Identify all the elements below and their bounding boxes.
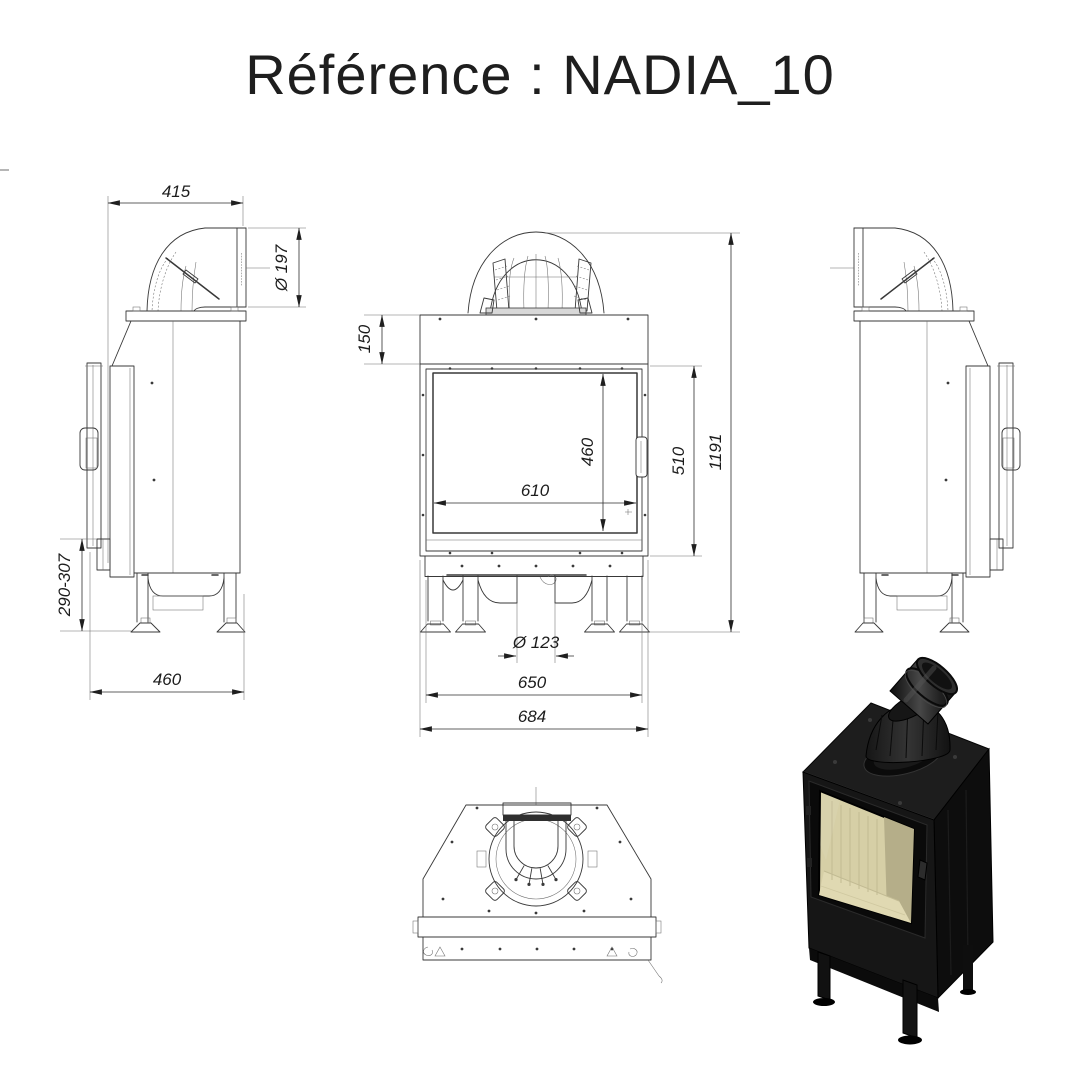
dim-outlet-diameter: Ø 123 bbox=[498, 603, 574, 663]
dim-label-outlet-diameter: Ø 123 bbox=[512, 633, 560, 652]
flue-elbow-front bbox=[467, 231, 605, 316]
product-render bbox=[802, 656, 994, 1045]
warning-mark bbox=[606, 946, 618, 957]
cable-tail bbox=[647, 959, 663, 984]
collar-u-outer bbox=[505, 820, 567, 880]
collar-lug bbox=[485, 817, 587, 901]
glass-front bbox=[432, 372, 638, 534]
side-view-right bbox=[829, 227, 1021, 633]
dim-label-flue-diameter: Ø 197 bbox=[272, 244, 291, 292]
dim-glass-height: 460 bbox=[578, 373, 606, 532]
render-hinge bbox=[807, 858, 812, 867]
adjustable-foot bbox=[420, 623, 451, 633]
render-glass bbox=[817, 789, 916, 925]
render-hinge bbox=[806, 806, 811, 815]
dim-label-height-adjust: 290-307 bbox=[55, 553, 74, 617]
top-band bbox=[419, 314, 649, 365]
front-bar bbox=[417, 916, 657, 938]
dim-label-top-band: 150 bbox=[355, 324, 374, 353]
dim-label-base-width: 650 bbox=[518, 673, 547, 692]
dim-height-adjust: 290-307 bbox=[55, 538, 131, 632]
side-view-left: 415 Ø 197 290-307 460 bbox=[55, 182, 306, 700]
dim-label-glass-height: 460 bbox=[578, 437, 597, 466]
warning-mark bbox=[434, 946, 446, 957]
dim-label-door-height: 510 bbox=[669, 446, 688, 475]
flue-base-flange bbox=[485, 307, 587, 316]
bottom-view bbox=[412, 787, 663, 984]
adjustable-foot bbox=[584, 623, 615, 633]
door-front bbox=[419, 363, 649, 557]
base-plate-outline bbox=[422, 804, 652, 918]
dim-base-width: 650 bbox=[425, 580, 643, 703]
latch-detail bbox=[423, 946, 433, 956]
dim-glass-width: 610 bbox=[433, 481, 637, 506]
legs-front bbox=[420, 575, 650, 633]
dim-label-total-height: 1191 bbox=[706, 434, 725, 471]
door-handle-front bbox=[635, 436, 648, 478]
dim-door-height: 510 bbox=[650, 365, 702, 557]
front-view: 150 460 610 510 1191 bbox=[355, 231, 740, 737]
render-handle bbox=[917, 859, 928, 881]
page-title: Référence : NADIA_10 bbox=[245, 43, 835, 106]
dim-depth-top: 415 bbox=[107, 182, 244, 563]
base-front bbox=[424, 555, 644, 585]
flue-collar-bottom bbox=[476, 802, 598, 907]
render-flue-pipe bbox=[863, 656, 958, 777]
dim-overall-width: 684 bbox=[419, 560, 649, 737]
dim-label-depth-bottom: 460 bbox=[153, 670, 182, 689]
dim-label-depth-top: 415 bbox=[162, 182, 191, 201]
dim-flue-diameter: Ø 197 bbox=[248, 227, 306, 308]
render-legs bbox=[813, 945, 976, 1045]
adjustable-foot bbox=[455, 623, 486, 633]
dim-label-overall-width: 684 bbox=[518, 707, 546, 726]
dim-total-height: 1191 bbox=[545, 232, 740, 633]
dim-depth-bottom: 460 bbox=[89, 552, 245, 700]
front-apron bbox=[422, 936, 652, 961]
capillary-wire bbox=[539, 574, 557, 585]
collar-u-inner bbox=[513, 820, 559, 869]
collar-screws bbox=[514, 865, 558, 887]
adjustable-foot bbox=[619, 623, 650, 633]
latch-detail bbox=[628, 948, 638, 957]
dim-top-band-height: 150 bbox=[355, 314, 420, 365]
dim-label-glass-width: 610 bbox=[521, 481, 550, 500]
glass-mark bbox=[625, 509, 632, 515]
